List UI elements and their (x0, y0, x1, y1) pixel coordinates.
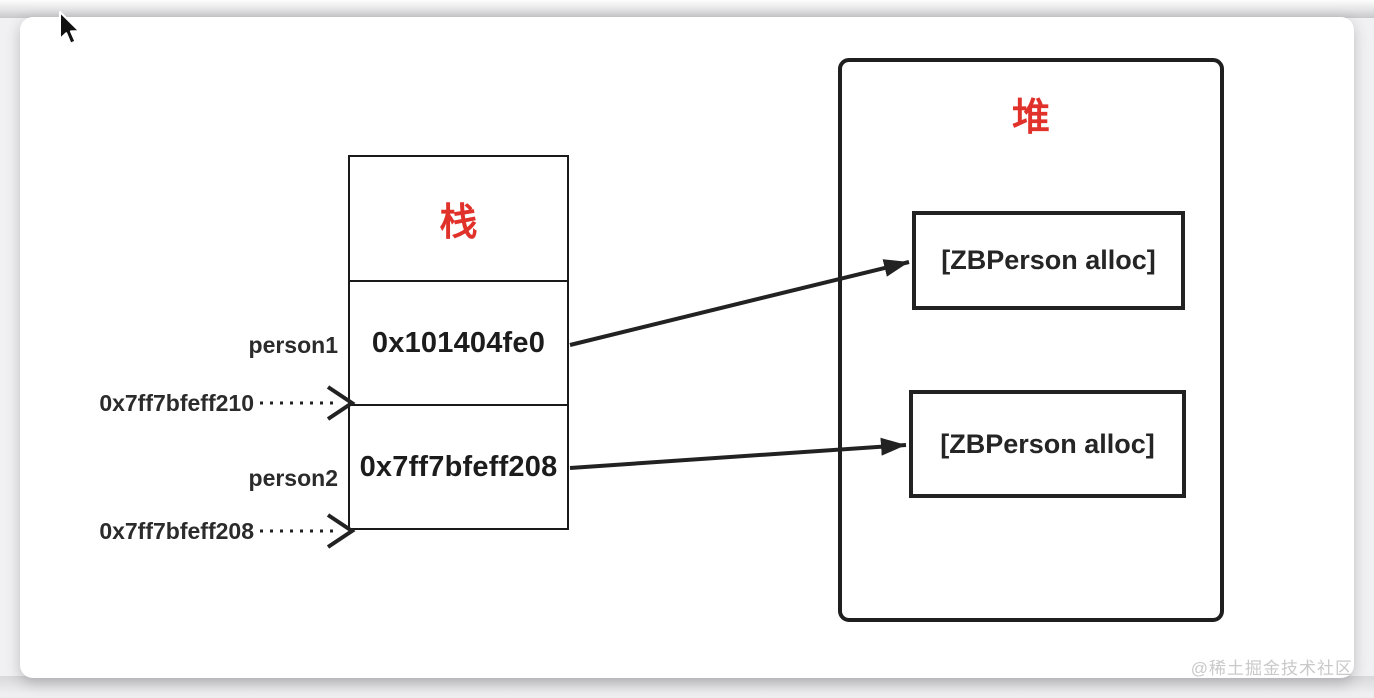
label-person1: person1 (248, 332, 338, 358)
label-address-person2: 0x7ff7bfeff208 (99, 518, 254, 544)
watermark: @稀土掘金技术社区 (1190, 659, 1353, 678)
stack-cell-person2: 0x7ff7bfeff208 (350, 404, 567, 528)
heap-title: 堆 (1011, 97, 1050, 139)
heap-box: 堆 (838, 58, 1224, 622)
heap-object-2: [ZBPerson alloc] (909, 390, 1186, 498)
stack-cell-person1: 0x101404fe0 (350, 280, 567, 404)
heap-object-1: [ZBPerson alloc] (912, 211, 1185, 310)
cursor-arrow-shape (59, 11, 81, 45)
mouse-pointer-icon (57, 11, 83, 52)
label-person2: person2 (248, 465, 338, 491)
bottom-shadow (0, 676, 1374, 698)
stack-title: 栈 (439, 202, 478, 244)
label-address-person1: 0x7ff7bfeff210 (99, 390, 254, 416)
stack-box: 栈 0x101404fe0 0x7ff7bfeff208 (348, 155, 569, 530)
top-toolbar-shadow (0, 0, 1374, 18)
